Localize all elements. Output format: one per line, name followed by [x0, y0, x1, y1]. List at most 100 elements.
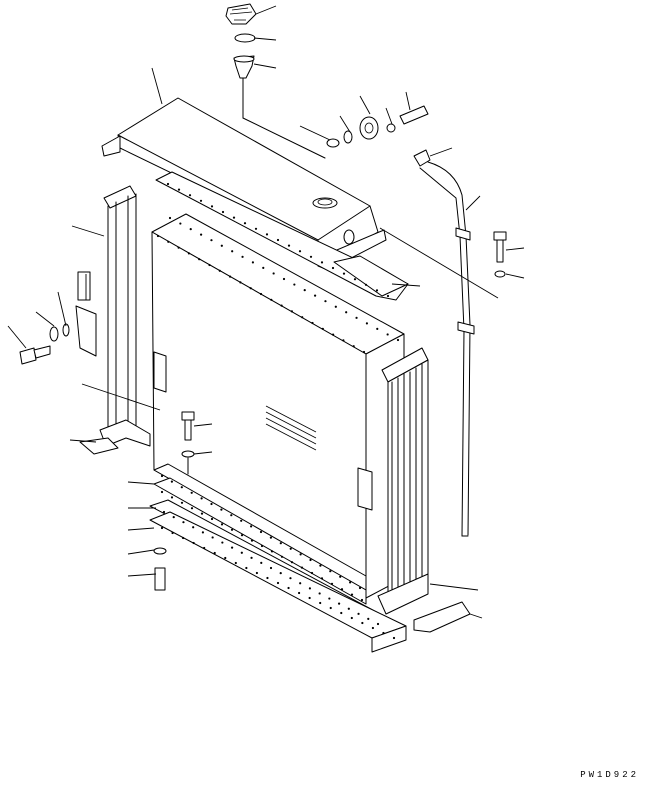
rivet-hole [181, 536, 185, 540]
rivet-hole [319, 564, 322, 567]
rivet-hole [364, 283, 368, 286]
rivet-hole [310, 571, 314, 575]
rivet-hole [361, 621, 364, 625]
bolt-middle [181, 411, 195, 475]
rivet-hole [352, 345, 355, 348]
rivet-hole [331, 266, 335, 270]
rivet-hole [192, 526, 195, 529]
rivet-hole [358, 586, 362, 590]
rivet-hole [328, 597, 331, 600]
core-bracket-left [153, 351, 167, 393]
rivet-hole [282, 277, 286, 281]
rivet-hole [280, 555, 284, 558]
rivet-hole [255, 571, 259, 575]
filler-neck [233, 55, 326, 159]
rivet-hole [299, 582, 302, 585]
rivet-hole [167, 240, 170, 243]
cap-gasket [234, 33, 256, 43]
rivet-hole [350, 593, 354, 596]
rivet-hole [342, 272, 346, 275]
rivet-hole [350, 616, 353, 620]
rivet-hole [187, 252, 190, 255]
rivet-hole [250, 525, 253, 528]
rivet-hole [265, 233, 269, 236]
rivet-hole [320, 577, 324, 580]
rivet-hole [198, 258, 201, 261]
rivet-hole [297, 591, 301, 595]
rivet-hole [299, 553, 302, 556]
rivet-hole [254, 227, 258, 230]
rivet-hole [309, 255, 313, 258]
rivet-hole [324, 300, 327, 303]
rivet-hole [203, 546, 206, 550]
rivet-hole [168, 216, 172, 220]
rivet-hole [396, 338, 400, 342]
rivet-hole [318, 592, 321, 595]
rivet-hole [279, 571, 282, 575]
rivet-hole [166, 182, 170, 186]
rivet-hole [220, 523, 224, 526]
rivet-hole [179, 222, 182, 225]
rivet-hole [357, 612, 360, 615]
rivet-hole [172, 515, 175, 519]
rivet-hole [240, 519, 243, 522]
rivet-hole [329, 570, 332, 573]
rivet-hole [200, 497, 203, 500]
lower-right-bracket [413, 601, 471, 633]
rivet-hole [221, 210, 225, 214]
lower-gasket [153, 463, 367, 605]
rivet-hole [210, 502, 213, 506]
rivet-hole [162, 510, 166, 514]
rivet-hole [210, 517, 214, 521]
rivet-hole [160, 526, 164, 530]
rivet-hole [392, 636, 396, 640]
rivet-hole [266, 576, 269, 580]
rivet-hole [376, 327, 379, 331]
rivet-hole [303, 288, 306, 292]
rivet-hole [289, 577, 292, 580]
rivet-hole [170, 496, 174, 499]
rivet-hole [243, 222, 247, 225]
rivet-hole [349, 581, 352, 584]
rivet-hole [218, 269, 221, 272]
rivet-hole [376, 622, 380, 626]
rivet-hole [230, 528, 234, 531]
rivet-hole [355, 316, 358, 319]
side-frame-left [75, 185, 151, 455]
rivet-hole [300, 566, 304, 569]
rivet-hole [301, 316, 304, 319]
leader-lines [7, 5, 525, 619]
rivet-hole [160, 474, 164, 478]
rivet-hole [230, 514, 233, 517]
rivet-hole [367, 617, 370, 621]
rivet-hole [213, 551, 216, 555]
rivet-hole [190, 491, 193, 494]
rivet-hole [180, 486, 183, 489]
bottom-bolt [153, 547, 167, 591]
rivet-hole [332, 333, 335, 336]
rivet-hole [276, 581, 280, 585]
rivet-hole [232, 216, 236, 219]
rivet-hole [259, 530, 263, 534]
rivet-hole [230, 546, 234, 549]
rivet-hole [180, 501, 184, 504]
rivet-hole [386, 333, 389, 336]
rivet-hole [290, 310, 293, 313]
rivet-hole [234, 561, 237, 565]
rivet-hole [308, 587, 312, 590]
rivet-hole [347, 607, 350, 610]
rivet-hole [220, 244, 223, 247]
rivet-hole [308, 596, 311, 600]
rivet-hole [239, 281, 242, 284]
rivet-hole [272, 272, 275, 275]
rivet-hole [269, 536, 272, 539]
side-core-right [377, 347, 429, 615]
rivet-hole [250, 556, 253, 559]
rivet-hole [386, 294, 390, 298]
rivet-hole [293, 283, 296, 286]
upper-tank [101, 97, 387, 271]
rivet-hole [182, 521, 185, 524]
rivet-hole [201, 531, 205, 534]
rivet-hole [309, 558, 312, 562]
